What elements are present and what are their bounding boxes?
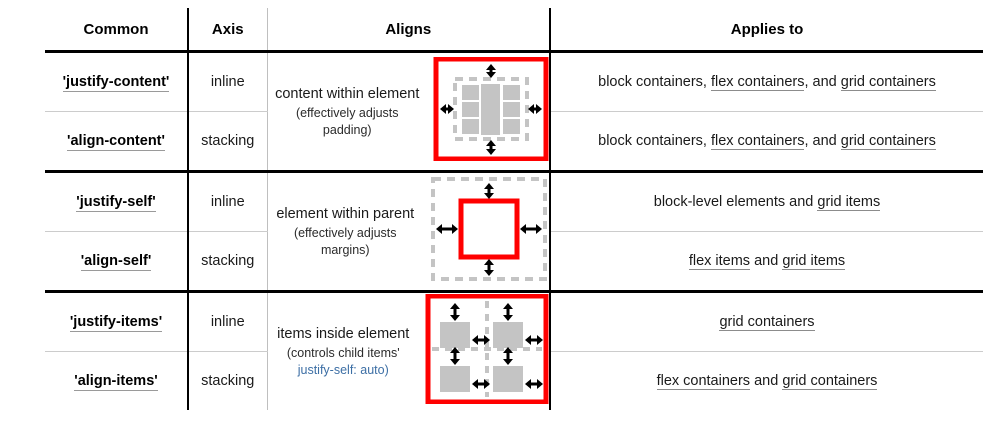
applies-text: block containers,: [598, 73, 711, 90]
axis-value: stacking: [201, 373, 255, 389]
aligns-sub-line2: margins): [320, 242, 370, 257]
cell-axis: inline: [188, 171, 268, 232]
axis-value: inline: [210, 314, 245, 330]
applies-link[interactable]: grid containers: [782, 372, 878, 390]
property-name[interactable]: 'justify-self': [76, 194, 156, 212]
diagram-content-group: [433, 56, 549, 166]
cell-applies-to: flex containers and grid containers: [550, 351, 983, 410]
aligns-sub-line1: (effectively adjusts: [295, 106, 399, 121]
table-row: 'align-items' stacking flex containers and…: [45, 351, 983, 410]
diagram-justify-content-svg: [433, 56, 549, 162]
property-name[interactable]: 'justify-content': [62, 74, 170, 92]
applies-text: and: [750, 252, 783, 269]
applies-text: , and: [804, 132, 841, 149]
header-common: Common: [45, 8, 189, 53]
cell-axis: stacking: [188, 111, 268, 173]
applies-link[interactable]: flex containers: [710, 73, 805, 91]
cell-property-name: 'justify-items': [45, 291, 189, 352]
cell-property-name: 'justify-content': [45, 51, 189, 112]
cell-applies-to: block containers, flex containers, and g…: [550, 111, 983, 173]
diagram-justify-items-svg: [425, 293, 549, 405]
diagram-self-group: [429, 176, 549, 287]
applies-text: block containers,: [598, 132, 711, 149]
axis-value: stacking: [201, 253, 255, 269]
applies-link[interactable]: flex items: [688, 252, 751, 270]
applies-link[interactable]: grid containers: [840, 73, 936, 91]
alignment-properties-table: Common Axis Aligns Applies to 'justify-c…: [45, 8, 983, 410]
aligns-sub-code: justify-self: auto): [297, 362, 389, 377]
aligns-description: items inside element: [277, 326, 410, 343]
aligns-subtext: (controls child items'justify-self: auto…: [268, 345, 420, 378]
table-row: 'align-content' stacking block containers,…: [45, 111, 983, 173]
applies-link[interactable]: grid items: [782, 252, 846, 270]
applies-link[interactable]: grid items: [817, 193, 881, 211]
alignment-properties-table-wrapper: Common Axis Aligns Applies to 'justify-c…: [45, 8, 983, 410]
cell-property-name: 'align-items': [45, 351, 189, 410]
aligns-description: element within parent: [276, 206, 415, 223]
table-row: 'align-self' stacking flex items and grid …: [45, 231, 983, 293]
applies-link[interactable]: flex containers: [656, 372, 751, 390]
property-name[interactable]: 'align-items': [74, 373, 158, 391]
cell-aligns: content within element (effectively adju…: [267, 51, 551, 173]
applies-text: , and: [804, 73, 841, 90]
table-row: 'justify-content' inline content within e…: [45, 51, 983, 173]
property-name[interactable]: 'align-self': [80, 253, 152, 271]
diagram-justify-self-svg: [431, 177, 547, 281]
table-row: 'justify-items' inline items inside eleme…: [45, 291, 983, 410]
aligns-sub-line1: (effectively adjusts: [293, 226, 397, 241]
table-header: Common Axis Aligns Applies to: [45, 8, 983, 53]
cell-aligns: element within parent (effectively adjus…: [267, 171, 551, 293]
table-body: 'justify-content' inline content within e…: [45, 51, 983, 410]
cell-applies-to: grid containers: [550, 291, 983, 352]
cell-applies-to: block containers, flex containers, and g…: [550, 51, 983, 112]
header-row: Common Axis Aligns Applies to: [45, 8, 983, 53]
cell-applies-to: flex items and grid items: [550, 231, 983, 293]
cell-property-name: 'align-self': [45, 231, 189, 293]
property-name[interactable]: 'align-content': [67, 133, 165, 151]
applies-text: block-level elements and: [653, 193, 818, 210]
header-aligns: Aligns: [267, 8, 551, 53]
axis-value: inline: [210, 74, 245, 90]
cell-axis: stacking: [188, 231, 268, 293]
cell-applies-to: block-level elements and grid items: [550, 171, 983, 232]
header-applies-to: Applies to: [550, 8, 983, 53]
cell-aligns: items inside element (controls child ite…: [267, 291, 551, 410]
cell-axis: stacking: [188, 351, 268, 410]
property-name[interactable]: 'justify-items': [69, 314, 163, 332]
aligns-sub-line2: padding): [322, 122, 372, 137]
aligns-sub-line1: (controls child items': [286, 346, 400, 361]
aligns-description: content within element: [275, 86, 420, 103]
cell-axis: inline: [188, 51, 268, 112]
diagram-items-group: [425, 293, 549, 409]
applies-link[interactable]: grid containers: [840, 132, 936, 150]
header-axis: Axis: [188, 8, 268, 53]
applies-link[interactable]: flex containers: [710, 132, 805, 150]
cell-property-name: 'justify-self': [45, 171, 189, 232]
axis-value: inline: [210, 194, 245, 210]
cell-property-name: 'align-content': [45, 111, 189, 173]
applies-link[interactable]: grid containers: [719, 313, 815, 331]
axis-value: stacking: [201, 133, 255, 149]
applies-text: and: [750, 372, 783, 389]
cell-axis: inline: [188, 291, 268, 352]
table-row: 'justify-self' inline element within pare…: [45, 171, 983, 293]
